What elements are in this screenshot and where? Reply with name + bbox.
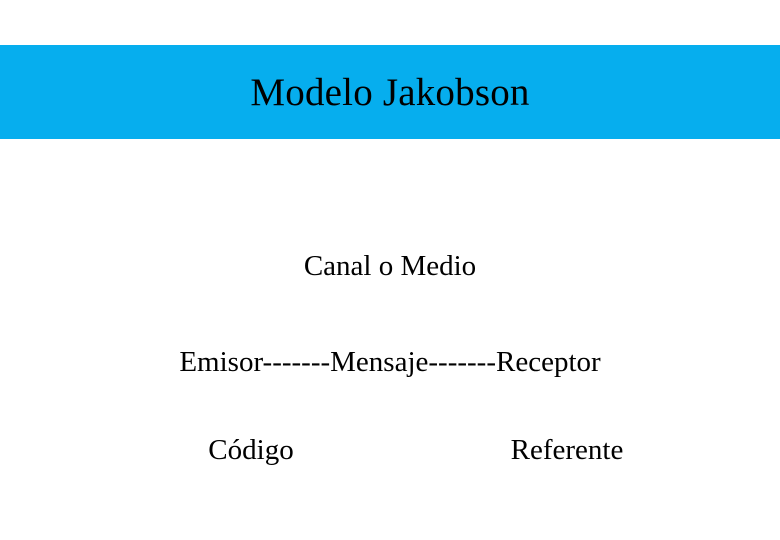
referent-label: Referente xyxy=(510,434,624,466)
slide-body: Canal o Medio Emisor-------Mensaje------… xyxy=(0,139,780,540)
title-banner: Modelo Jakobson xyxy=(0,45,780,139)
communication-flow-line: Emisor-------Mensaje-------Receptor xyxy=(0,348,780,377)
connector-message-to-receiver: ------- xyxy=(428,346,496,378)
page-title: Modelo Jakobson xyxy=(250,70,530,114)
channel-label: Canal o Medio xyxy=(303,250,477,282)
message-label: Mensaje xyxy=(330,346,429,378)
bottom-row: Código Referente xyxy=(0,436,780,476)
receiver-label: Receptor xyxy=(496,346,601,378)
code-label: Código xyxy=(208,434,294,466)
sender-label: Emisor xyxy=(179,346,263,378)
connector-sender-to-message: ------- xyxy=(262,346,331,378)
